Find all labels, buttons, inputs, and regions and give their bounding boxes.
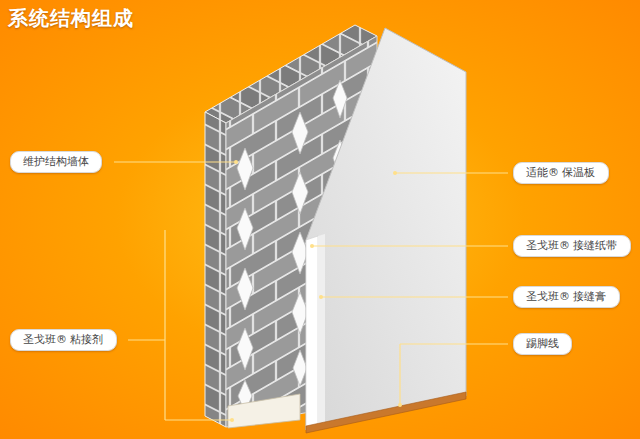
label-box: 维护结构墙体 — [10, 151, 102, 173]
label-box: 圣戈班® 粘接剂 — [10, 329, 117, 351]
label-text: 踢脚线 — [526, 337, 559, 351]
diagram-title: 系统结构组成 — [8, 5, 134, 32]
label-box: 踢脚线 — [513, 333, 572, 355]
label-text: 维护结构墙体 — [23, 155, 89, 169]
label-text: 圣戈班® 接缝纸带 — [526, 239, 618, 253]
label-text: 适能® 保温板 — [526, 166, 596, 180]
label-box: 适能® 保温板 — [513, 162, 609, 184]
label-box: 圣戈班® 接缝纸带 — [513, 235, 631, 257]
label-box: 圣戈班® 接缝膏 — [513, 286, 620, 308]
label-text: 圣戈班® 粘接剂 — [23, 333, 104, 347]
label-text: 圣戈班® 接缝膏 — [526, 290, 607, 304]
